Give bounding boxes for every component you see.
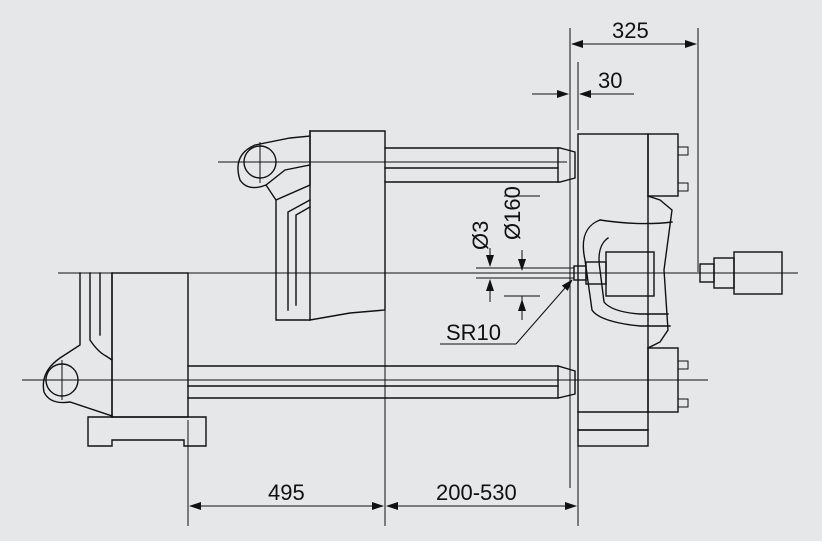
dimension-dia-160: Ø160 xyxy=(500,186,526,320)
nozzle-housing xyxy=(573,219,673,327)
dimension-dia-3: Ø3 xyxy=(468,221,494,302)
upper-toggle-arm xyxy=(237,135,311,201)
bolt-heads xyxy=(677,146,689,408)
center-lines xyxy=(22,161,798,381)
dimension-dia-3-label: Ø3 xyxy=(468,221,493,250)
dimension-495: 495 xyxy=(189,480,384,510)
dimension-200-530: 200-530 xyxy=(386,480,577,510)
dimension-325-label: 325 xyxy=(612,18,649,43)
dimension-30: 30 xyxy=(532,68,634,98)
dimension-sr10-label: SR10 xyxy=(446,320,501,345)
dimension-30-label: 30 xyxy=(598,68,622,93)
dimension-dia-160-label: Ø160 xyxy=(500,186,525,240)
fixed-platen xyxy=(577,133,689,447)
lower-tie-bar xyxy=(187,365,576,399)
rear-platen xyxy=(87,272,207,447)
extension-lines xyxy=(187,28,699,526)
dimension-200-530-label: 200-530 xyxy=(436,480,517,505)
dimension-sr10: SR10 xyxy=(440,279,573,345)
lower-toggle-arm xyxy=(42,272,113,417)
dimension-495-label: 495 xyxy=(268,480,305,505)
moving-platen xyxy=(275,130,386,321)
injection-unit-nozzle xyxy=(699,251,783,295)
dimension-325: 325 xyxy=(571,18,697,48)
upper-tie-bar xyxy=(384,147,576,183)
